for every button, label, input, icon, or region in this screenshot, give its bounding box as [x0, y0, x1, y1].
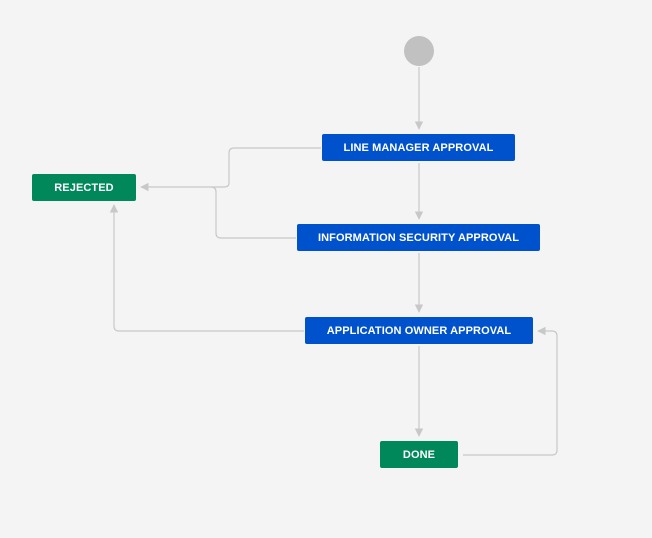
start-node — [404, 36, 434, 66]
transition-app-owner-to-rejected — [109, 204, 304, 332]
transition-done-to-app-owner — [463, 326, 558, 456]
status-rejected[interactable]: REJECTED — [32, 174, 136, 201]
status-information-security-approval[interactable]: INFORMATION SECURITY APPROVAL — [297, 224, 540, 251]
transition-line-manager-to-rejected — [140, 147, 321, 192]
status-application-owner-approval[interactable]: APPLICATION OWNER APPROVAL — [305, 317, 533, 344]
transition-info-security-to-rejected — [210, 186, 296, 239]
status-line-manager-approval[interactable]: LINE MANAGER APPROVAL — [322, 134, 515, 161]
status-done[interactable]: DONE — [380, 441, 458, 468]
